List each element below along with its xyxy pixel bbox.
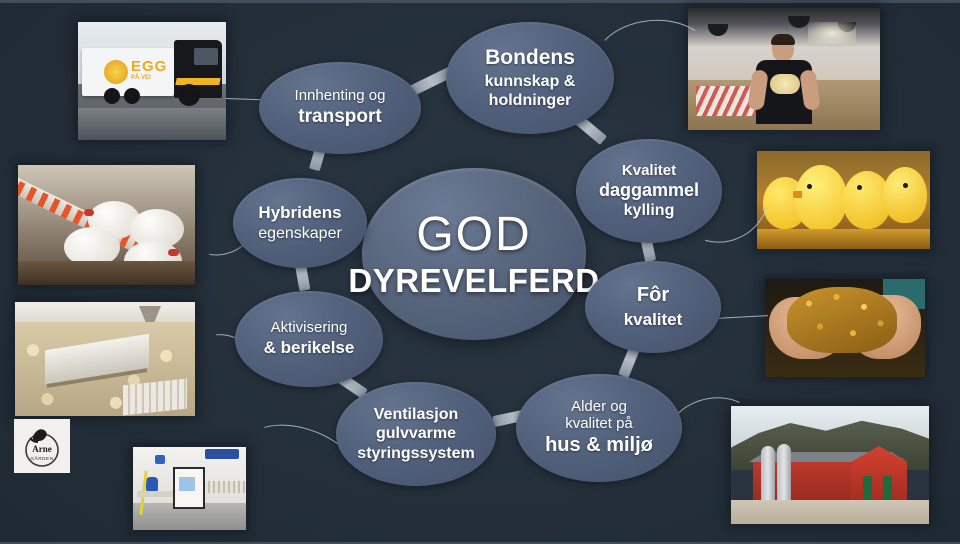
chick-eye-d — [903, 183, 908, 188]
chick-d — [883, 167, 927, 223]
chick-eye-c — [857, 185, 862, 190]
photo-white-broilers-feeders[interactable] — [18, 165, 195, 285]
barn-light-glow — [808, 22, 856, 44]
node-line: transport — [298, 106, 382, 128]
photo-egg-transport-truck[interactable]: EGG PÅ VEI — [78, 22, 226, 140]
hanging-feeder — [139, 306, 161, 322]
node-line: gulvvarme — [375, 425, 457, 443]
photo-red-poultry-barn-silos[interactable] — [731, 406, 929, 524]
chicks-in-hands — [770, 74, 800, 94]
silo-1 — [761, 446, 775, 500]
node-line: kvalitet — [623, 310, 683, 330]
center-title-line2: DYREVELFERD — [348, 262, 600, 300]
farm-logo-mark: Arne GÅRDEN — [25, 429, 59, 467]
leader-to-feed-photo — [714, 315, 768, 319]
pipe-run — [205, 481, 245, 493]
node-line: kylling — [623, 202, 675, 220]
chick-b — [795, 165, 847, 231]
node-line: & berikelse — [263, 338, 355, 358]
node-bondens-kunnskap-holdninger[interactable]: Bondens kunnskap & holdninger — [446, 22, 614, 134]
node-line: Fôr — [636, 283, 670, 306]
cabinet-panel — [179, 477, 195, 491]
node-ventilasjon-gulvvarme-styringssystem[interactable]: Ventilasjon gulvvarme styringssystem — [336, 382, 496, 486]
barn-roof — [749, 452, 907, 462]
truck-wheel-3 — [178, 84, 200, 106]
node-line: hus & miljø — [545, 434, 653, 457]
node-line: Kvalitet — [621, 161, 677, 179]
blue-valve — [155, 455, 165, 464]
svg-text:GÅRDEN: GÅRDEN — [30, 455, 53, 461]
node-hybridens-egenskaper[interactable]: Hybridens egenskaper — [233, 178, 367, 268]
node-line: kvalitet på — [565, 415, 633, 433]
truck-cab-window — [194, 48, 218, 65]
truck-egg-text: EGG — [131, 58, 168, 75]
node-line: Alder og — [571, 398, 627, 416]
node-alder-og-kvalitet-pa-hus-miljo[interactable]: Alder og kvalitet på hus & miljø — [516, 374, 682, 482]
ceiling-duct — [205, 449, 239, 459]
photo-hands-with-feed-grain[interactable] — [765, 279, 925, 377]
farmer-hair — [771, 34, 795, 45]
center-title-line1: GOD — [416, 208, 532, 262]
wall-pipes — [137, 491, 173, 497]
photo-farmer-holding-chicks[interactable] — [688, 8, 880, 130]
truck-tagline-text: PÅ VEI — [131, 75, 151, 81]
photo-chick-house-platforms[interactable] — [15, 302, 195, 416]
farm-logo[interactable]: Arne GÅRDEN — [14, 419, 70, 473]
broiler-litter — [18, 261, 195, 285]
center-node-god-dyrevelferd[interactable]: GOD DYREVELFERD — [348, 168, 599, 340]
node-line: Innhenting og — [294, 87, 386, 105]
egg-logo-circle — [104, 60, 128, 84]
photo-day-old-chicks[interactable] — [757, 151, 930, 249]
photo-ventilation-control-room[interactable] — [133, 447, 246, 530]
barn-door-1 — [863, 476, 872, 500]
node-aktivisering-berikelse[interactable]: Aktivisering & berikelse — [235, 291, 383, 387]
barn-lamp-1 — [708, 24, 728, 36]
node-line: holdninger — [488, 91, 572, 109]
litter-floor — [757, 229, 930, 249]
chick-eye-b — [807, 184, 812, 189]
node-line: Aktivisering — [270, 319, 348, 337]
node-innhenting-og-transport[interactable]: Innhenting og transport — [259, 62, 421, 154]
node-line: Ventilasjon — [373, 406, 459, 424]
silo-2 — [777, 444, 791, 500]
node-line: Hybridens — [258, 203, 342, 223]
bottom-edge-strip — [0, 542, 960, 544]
barn-lamp-2 — [788, 16, 810, 28]
node-line: egenskaper — [258, 224, 342, 242]
blue-hose — [146, 477, 158, 493]
node-line: Bondens — [485, 45, 575, 69]
svg-text:Arne: Arne — [32, 444, 52, 454]
chicken-comb-4 — [168, 249, 179, 256]
node-for-kvalitet[interactable]: Fôr kvalitet — [585, 261, 721, 353]
chick-beak-b — [793, 191, 802, 198]
node-line: kunnskap & — [484, 72, 576, 90]
node-line: daggammel — [598, 179, 700, 200]
truck-wheel-2 — [124, 88, 140, 104]
house-wall — [15, 302, 195, 324]
chicken-comb-1 — [84, 209, 94, 216]
truck-cab-stripe — [175, 78, 221, 85]
truck-reflection — [78, 108, 226, 140]
node-line: styringssystem — [357, 444, 475, 462]
chicken-3 — [64, 227, 120, 267]
truck-wheel-1 — [104, 88, 120, 104]
top-edge-strip — [0, 0, 960, 3]
node-kvalitet-daggammel-kylling[interactable]: Kvalitet daggammel kylling — [576, 139, 722, 243]
barn-yard — [731, 500, 929, 524]
barn-door-2 — [883, 476, 892, 500]
grain-pile — [787, 287, 897, 353]
